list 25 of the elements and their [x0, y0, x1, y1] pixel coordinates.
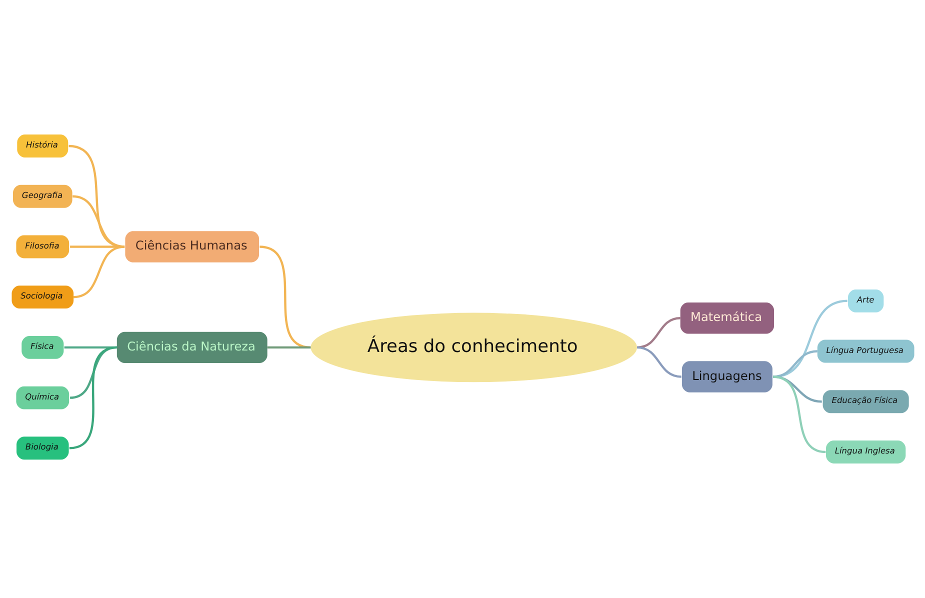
node-box: Geografia — [12, 184, 72, 208]
node-box: Educação Física — [822, 390, 908, 414]
connector — [258, 246, 310, 349]
node-box: Ciências da Natureza — [116, 332, 267, 364]
node-box: Língua Portuguesa — [816, 340, 914, 363]
node-box: História — [16, 134, 68, 158]
node-box: Arte — [847, 289, 884, 312]
node-box: Filosofia — [16, 235, 69, 258]
connector — [68, 144, 124, 248]
node-box: Biologia — [16, 436, 68, 460]
connector — [68, 346, 117, 450]
connector — [70, 246, 124, 248]
node-ellipse: Áreas do conhecimento — [310, 312, 636, 382]
node-box: Ciências Humanas — [124, 231, 259, 262]
connector — [72, 246, 124, 298]
node-box: Matemática — [680, 302, 774, 334]
node-box: Física — [21, 336, 64, 359]
node-box: Química — [16, 386, 69, 410]
connector — [636, 317, 680, 349]
connector — [69, 346, 117, 399]
node-box: Sociologia — [11, 286, 74, 309]
connector — [266, 346, 310, 349]
node-box: Língua Inglesa — [825, 440, 906, 464]
node-box: Linguagens — [681, 361, 772, 392]
connector — [636, 346, 681, 378]
